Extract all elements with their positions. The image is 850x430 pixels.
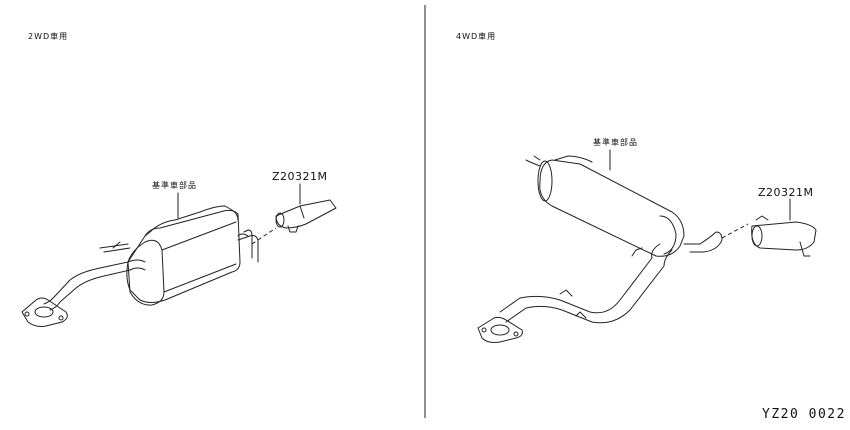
right-tail-tip [751,198,817,257]
right-muffler-label: 基準車部品 [593,138,638,147]
left-panel-heading: 2WD車用 [28,32,69,41]
right-exhaust-assembly [477,149,817,343]
left-muffler-label: 基準車部品 [152,181,197,190]
left-flange [21,297,68,327]
left-part-number: Z20321M [272,170,328,183]
figure-id: YZ20 0022 [762,407,846,422]
left-tailpipe-hanger [237,229,259,263]
left-exhaust-assembly [21,183,337,327]
left-muffler [126,192,241,306]
right-panel-heading: 4WD車用 [456,32,497,41]
right-part-number: Z20321M [758,186,814,199]
right-muffler [537,149,685,257]
right-center-pipe [499,243,673,324]
left-connection-dash [251,227,277,245]
right-muffler-hanger [525,155,643,257]
right-outlet-pipe [683,231,723,253]
left-front-pipe [43,241,146,311]
left-tail-tip [275,183,337,233]
right-flange [477,316,523,343]
right-connection-dash [721,223,749,239]
